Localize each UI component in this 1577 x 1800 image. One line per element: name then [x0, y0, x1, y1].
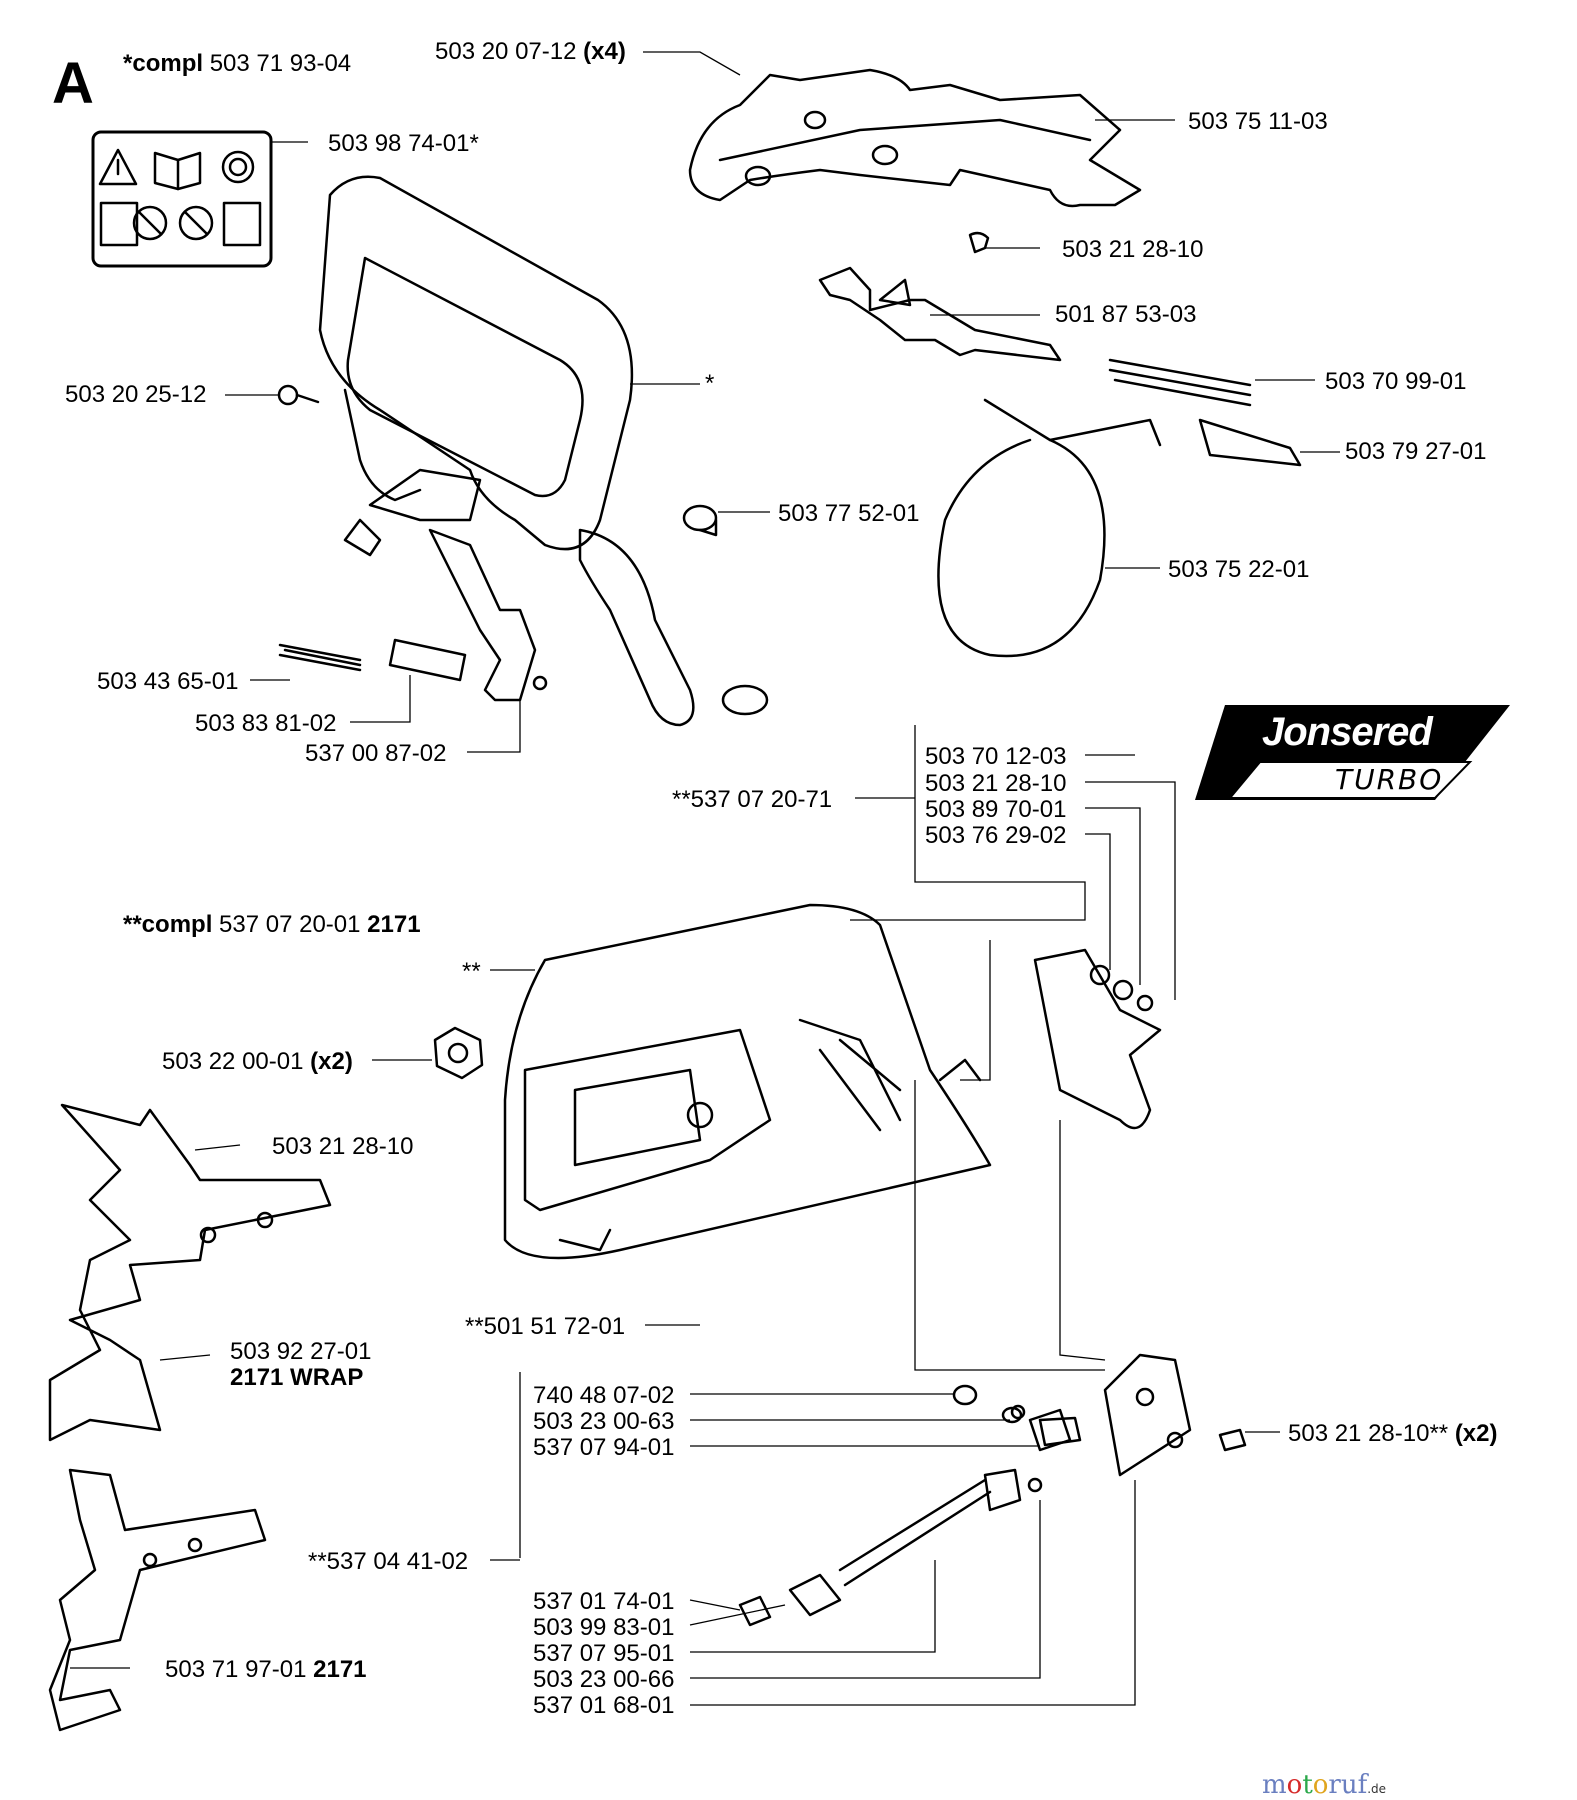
- part-label: 503 43 65-01: [97, 668, 239, 695]
- part-label: 503 75 22-01: [1168, 556, 1310, 583]
- bottom-assembly-label: **compl 537 07 20-01 2171: [123, 913, 421, 937]
- part-label: 503 76 29-02: [925, 822, 1067, 849]
- part-quantity: (x2): [310, 1048, 353, 1075]
- bumper-spike-wrap: [48, 1103, 332, 1442]
- part-label: 503 83 81-02: [195, 710, 337, 737]
- part-model: 2171: [313, 1656, 367, 1683]
- part-label: 503 20 07-12 (x4): [435, 40, 626, 64]
- part-label: **537 04 41-02: [308, 1548, 469, 1575]
- bottom-assembly-model: 2171: [367, 911, 421, 938]
- part-label: 503 21 28-10: [925, 770, 1067, 797]
- jonsered-turbo-badge: [1195, 705, 1510, 800]
- part-label: **: [462, 958, 481, 985]
- part-label: 503 92 27-01: [230, 1338, 372, 1365]
- part-label: 537 07 94-01: [533, 1434, 675, 1461]
- warning-decal: [91, 130, 273, 268]
- part-label: 740 48 07-02: [533, 1382, 675, 1409]
- watermark-letter: o: [1286, 1770, 1303, 1800]
- top-assembly-label: *compl 503 71 93-04: [123, 52, 351, 76]
- chain-tensioner: [738, 1353, 1247, 1627]
- top-assembly-prefix: *compl: [123, 50, 204, 77]
- part-label: 503 22 00-01 (x2): [162, 1050, 353, 1074]
- part-label: 503 20 25-12: [65, 381, 207, 408]
- part-label: 503 21 28-10: [272, 1133, 414, 1160]
- part-quantity: (x2): [1454, 1420, 1498, 1447]
- part-label: 503 70 99-01: [1325, 368, 1467, 395]
- brake-lever: [818, 231, 1062, 362]
- watermark-letter: o: [1312, 1770, 1329, 1800]
- part-label: *: [705, 370, 715, 397]
- part-label: 501 87 53-03: [1055, 301, 1197, 328]
- watermark-letter: t: [1302, 1770, 1313, 1800]
- part-label: 503 79 27-01: [1345, 438, 1487, 465]
- side-plate: [1033, 948, 1162, 1130]
- bottom-assembly-prefix: **compl: [123, 911, 213, 938]
- part-label: 537 01 68-01: [533, 1692, 675, 1719]
- bottom-assembly-part: 537 07 20-01: [219, 911, 361, 938]
- watermark-suffix: .de: [1367, 1782, 1387, 1796]
- front-hand-guard: [318, 175, 769, 727]
- section-letter: A: [52, 51, 94, 116]
- part-label: 503 98 74-01*: [328, 130, 479, 157]
- part-label: 503 75 11-03: [1188, 108, 1328, 135]
- watermark-letter: m: [1262, 1770, 1287, 1800]
- watermark-letter: ruf: [1328, 1770, 1368, 1800]
- part-label: 503 21 28-10** (x2): [1288, 1422, 1498, 1446]
- part-label: 503 99 83-01: [533, 1614, 675, 1641]
- brand-model: TURBO: [1335, 763, 1444, 796]
- part-label: 503 23 00-66: [533, 1666, 675, 1693]
- part-label: 537 07 95-01: [533, 1640, 675, 1667]
- part-number: 503 21 28-10**: [1288, 1420, 1449, 1447]
- part-number: 503 71 97-01: [165, 1656, 307, 1683]
- part-note-text: 2171 WRAP: [230, 1364, 364, 1391]
- part-label: **501 51 72-01: [465, 1313, 626, 1340]
- clutch-cover: [503, 903, 992, 1260]
- part-number: 503 22 00-01: [162, 1048, 304, 1075]
- watermark-logo[interactable]: motoruf.de: [1262, 1772, 1386, 1798]
- part-number: 503 20 07-12: [435, 38, 577, 65]
- part-label: 503 23 00-63: [533, 1408, 675, 1435]
- part-label: 503 70 12-03: [925, 743, 1067, 770]
- part-note: 2171 WRAP: [230, 1366, 363, 1390]
- nut: [433, 1026, 484, 1080]
- part-label: 503 71 97-01 2171: [165, 1658, 367, 1682]
- part-label: 503 89 70-01: [925, 796, 1067, 823]
- bumper-spike-2171: [48, 1468, 267, 1732]
- tensioner-small-parts: [1010, 1404, 1082, 1447]
- part-label: 537 00 87-02: [305, 740, 447, 767]
- cover-part-top: [688, 68, 1142, 208]
- brake-spring-band: [937, 358, 1302, 658]
- part-label: 503 21 28-10: [1062, 236, 1204, 263]
- top-assembly-part: 503 71 93-04: [209, 50, 352, 77]
- part-label: 537 01 74-01: [533, 1588, 675, 1615]
- part-label: **537 07 20-71: [672, 786, 833, 813]
- small-parts-left: [277, 384, 718, 702]
- part-quantity: (x4): [583, 38, 626, 65]
- part-label: 503 77 52-01: [778, 500, 920, 527]
- brand-name: Jonsered: [1262, 710, 1433, 754]
